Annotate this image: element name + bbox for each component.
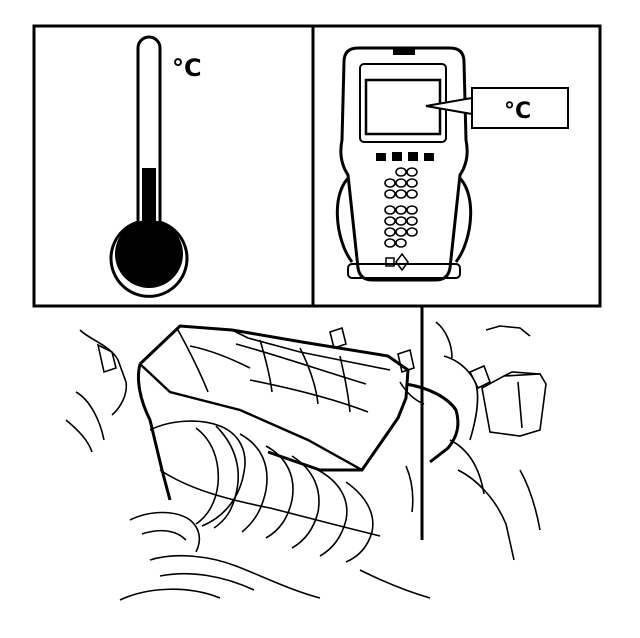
top-panels [32,24,602,308]
panels-frame [32,24,602,308]
scan-tool-icon [335,46,473,282]
thermometer-icon [109,35,189,298]
engine-illustration [65,321,547,601]
scan-tool-unit-label: °C [504,99,531,124]
thermometer-unit-label: °C [172,54,202,82]
callout-pointer [425,87,569,129]
